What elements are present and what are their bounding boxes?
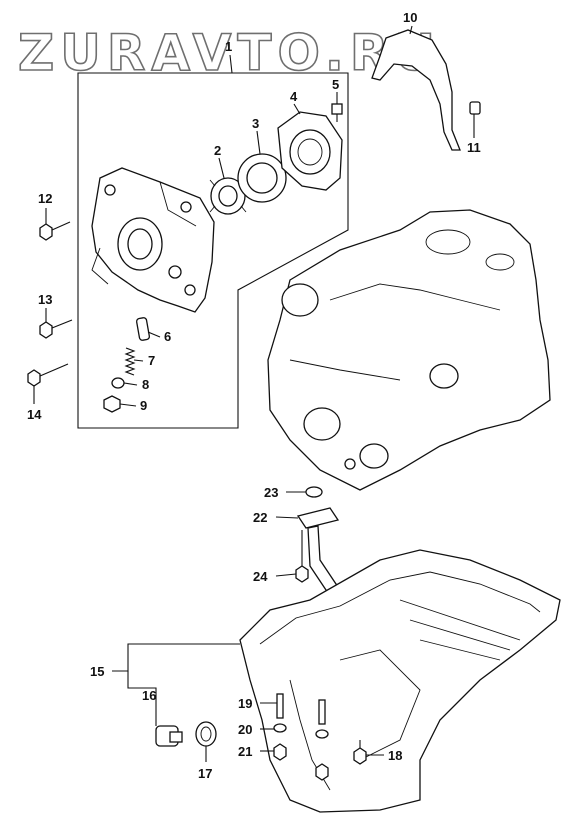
- drain-washer: [195, 721, 217, 747]
- callout-13: 13: [38, 292, 52, 307]
- callout-21: 21: [238, 744, 252, 759]
- relief-valve: [135, 317, 151, 341]
- strainer-gasket: [305, 486, 323, 498]
- callout-12: 12: [38, 191, 52, 206]
- bolt-14: [27, 363, 69, 387]
- strainer-bolt: [295, 530, 309, 583]
- callout-15: 15: [90, 664, 104, 679]
- timing-cover-plate: [371, 29, 461, 151]
- callout-6: 6: [164, 329, 171, 344]
- pan-bolt-18: [353, 740, 367, 765]
- callout-1: 1: [225, 39, 232, 54]
- inner-rotor: [209, 177, 247, 215]
- callout-2: 2: [214, 143, 221, 158]
- relief-plug: [103, 395, 121, 413]
- callout-19: 19: [238, 696, 252, 711]
- callout-24: 24: [253, 569, 268, 584]
- oil-pump-body: [91, 167, 215, 313]
- drain-plug: [155, 725, 183, 747]
- watermark-text: ZURAVTO.RU: [18, 24, 441, 82]
- callout-5: 5: [332, 77, 339, 92]
- callout-4: 4: [290, 89, 298, 104]
- engine-block: [267, 209, 551, 491]
- relief-spring: [124, 347, 136, 376]
- callout-11: 11: [467, 140, 481, 155]
- callout-22: 22: [253, 510, 267, 525]
- callout-10: 10: [403, 10, 417, 25]
- outer-rotor: [237, 153, 287, 203]
- pump-cover: [277, 111, 343, 191]
- callout-23: 23: [264, 485, 278, 500]
- oil-pan: [239, 549, 561, 813]
- relief-washer: [111, 377, 125, 389]
- bolt-13: [39, 319, 73, 339]
- washer-20: [273, 723, 329, 739]
- stud-19: [276, 693, 326, 725]
- dowel-pin: [469, 101, 481, 115]
- callout-14: 14: [27, 407, 42, 422]
- callout-9: 9: [140, 398, 147, 413]
- callout-8: 8: [142, 377, 149, 392]
- cover-screw: [331, 103, 343, 122]
- callout-20: 20: [238, 722, 252, 737]
- callout-18: 18: [388, 748, 402, 763]
- callout-17: 17: [198, 766, 212, 781]
- callout-3: 3: [252, 116, 259, 131]
- nut-21: [273, 743, 329, 781]
- leader-lines: [33, 25, 475, 762]
- callout-16: 16: [142, 688, 156, 703]
- bolt-12: [39, 221, 71, 241]
- callout-7: 7: [148, 353, 155, 368]
- oil-pump-group-frame: [77, 72, 349, 429]
